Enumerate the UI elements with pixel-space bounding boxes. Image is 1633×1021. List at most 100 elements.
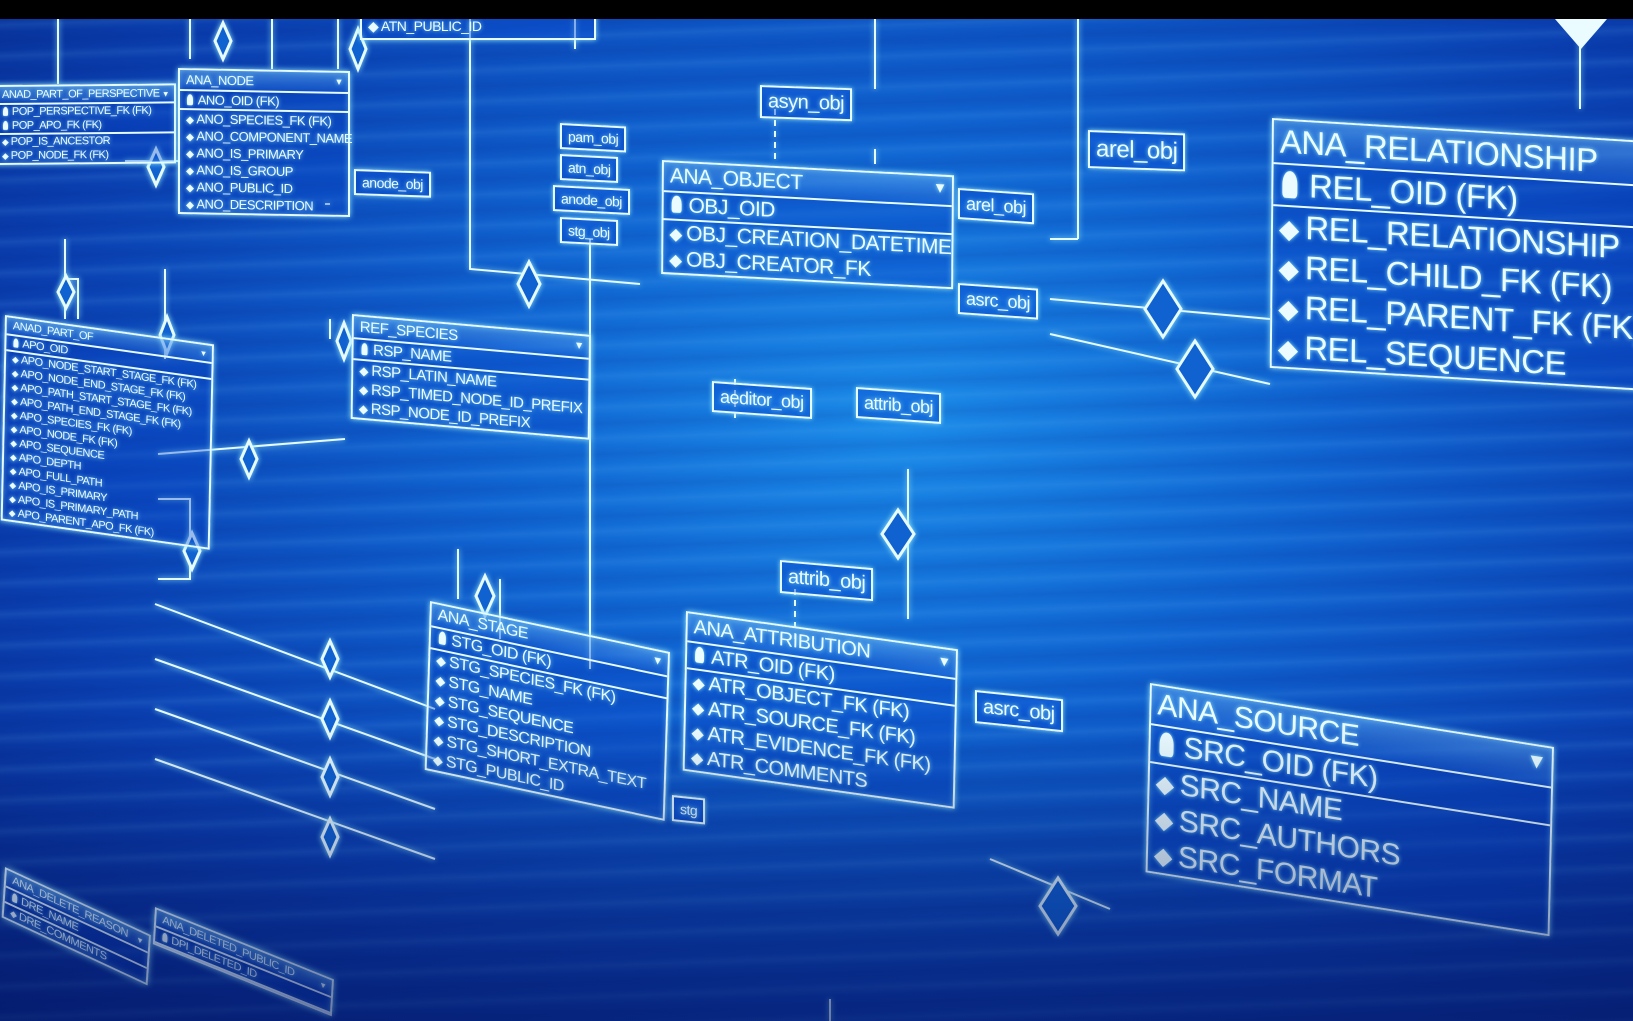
diamond-icon: ◆ [434,711,444,729]
key-icon [360,342,368,356]
diamond-icon: ◆ [433,731,444,749]
key-icon [3,106,9,116]
diamond-icon [320,815,340,859]
diamond-icon: ◆ [692,674,705,694]
triangle-down-icon[interactable]: ▼ [1526,748,1547,775]
table-species[interactable]: REF_SPECIES▼RSP_NAME◆RSP_LATIN_NAME◆RSP_… [350,314,591,440]
diamond-icon: ◆ [669,250,682,271]
triangle-down-icon[interactable]: ▼ [135,934,144,947]
diamond-icon: ◆ [434,692,445,709]
link-line [829,858,1111,1021]
column-name: POP_APO_FK (FK) [11,119,102,132]
diamond-icon: ◆ [1154,805,1174,836]
relationship-lines [56,19,1607,1021]
link-line [874,19,1079,240]
object-box-arel_obj[interactable]: arel_obj [958,188,1035,225]
diamond-icon: ◆ [669,224,682,245]
diamond-icon: ◆ [10,409,18,421]
table-title: ANA_NODE ▼ [180,70,348,94]
key-icon [13,337,19,348]
diamond-icon: ◆ [368,19,381,34]
diamond-icon: ◆ [11,381,18,393]
diamond-icon: ◆ [11,367,19,379]
key-icon [671,195,682,214]
object-box-arel_obj[interactable]: arel_obj [1088,130,1186,172]
table-row[interactable]: ◆POP_IS_ANCESTOR [0,133,174,149]
diamond-icon: ◆ [186,183,194,195]
triangle-down-icon[interactable]: ▼ [937,652,951,671]
triangle-down-icon [1555,19,1607,49]
link-line [64,160,180,319]
diamond-icon: ◆ [186,166,194,178]
triangle-down-icon[interactable]: ▼ [161,89,169,99]
table-title-text: ANAD_PART_OF_PERSPECTIVE [2,87,160,101]
object-box-asrc_obj[interactable]: asrc_obj [958,283,1039,320]
table-row[interactable]: POP_PERSPECTIVE_FK (FK) [0,103,174,119]
table-row[interactable]: POP_APO_FK (FK) [0,117,174,133]
diamond-icon [158,312,176,358]
diamond-icon [335,318,353,364]
table-relationship[interactable]: ANA_RELATIONSHIP▼REL_OID (FK)◆REL_RELATI… [1269,118,1633,396]
link-line [325,19,641,285]
key-icon [694,646,705,664]
diamond-icon: ◆ [690,749,703,769]
table-row[interactable]: ANO_OID (FK) [180,91,348,111]
table-title-text: REF_SPECIES [359,318,458,345]
diamond-icon [1175,338,1215,400]
diamond-icon: ◆ [10,437,17,449]
diamond-icon [880,507,916,561]
triangle-down-icon[interactable]: ▼ [651,654,663,669]
erd-diagram-scene: ANAD_PART_OF_PERSPECTIVE▼POP_PERSPECTIVE… [0,19,1633,1021]
diamond-icon: ◆ [358,382,368,398]
diamond-icon: ◆ [2,150,9,161]
diamond-icon [516,258,542,310]
object-box-stg[interactable]: stg [672,795,706,825]
diamond-icon: ◆ [9,465,17,477]
table-node[interactable]: ANA_NODE▼ANO_OID (FK)◆ANO_SPECIES_FK (FK… [178,68,352,218]
diamond-icon: ◆ [11,395,18,407]
key-icon [3,120,9,130]
diamond-icon: ◆ [8,507,16,519]
table-row[interactable]: ◆ANO_DESCRIPTION [180,195,348,215]
diamond-icon: ◆ [1277,333,1298,365]
column-name: ANO_OID (FK) [197,92,280,109]
diamond-icon: ◆ [358,401,368,417]
object-box-atn_obj[interactable]: atn_obj [560,154,619,184]
object-box-anode_obj[interactable]: anode_obj [553,185,630,216]
triangle-down-icon[interactable]: ▼ [334,76,343,87]
link-line [457,239,591,669]
object-box-anode_obj[interactable]: anode_obj [354,169,431,198]
table-title: ANAD_PART_OF_PERSPECTIVE▼ [0,85,174,105]
column-name: ANO_IS_GROUP [196,162,293,180]
object-box-stg_obj[interactable]: stg_obj [560,217,618,247]
triangle-down-icon[interactable]: ▼ [319,979,327,992]
triangle-down-icon[interactable]: ▼ [932,180,947,197]
object-box-attrib_obj[interactable]: attrib_obj [856,387,942,424]
object-box-asyn_obj[interactable]: asyn_obj [760,85,853,122]
column-name: ANO_PUBLIC_ID [196,179,293,196]
diamond-icon: ◆ [2,136,9,147]
key-icon [12,892,18,904]
diamond-icon [320,755,340,799]
column-name: POP_NODE_FK (FK) [10,149,109,162]
table-title-text: ANA_NODE [186,72,254,89]
diamond-icon: ◆ [435,672,446,690]
primary-key-section: POP_PERSPECTIVE_FK (FK)POP_APO_FK (FK) [0,103,174,135]
diamond-icon: ◆ [186,115,194,127]
diamond-icon: ◆ [432,751,443,769]
key-icon [187,94,194,105]
table-partof[interactable]: ANAD_PART_OF▼APO_OID◆APO_NODE_START_STAG… [0,315,214,550]
table-object[interactable]: ANA_OBJECT▼OBJ_OID◆OBJ_CREATION_DATETIME… [661,160,954,290]
triangle-down-icon[interactable]: ▼ [199,348,207,359]
table-perspective[interactable]: ANAD_PART_OF_PERSPECTIVE▼POP_PERSPECTIVE… [0,83,176,165]
diamond-icon: ◆ [186,132,194,144]
key-icon [1159,731,1174,758]
object-box-pam_obj[interactable]: pam_obj [560,123,627,153]
column-name: ATN_PUBLIC_ID [380,19,482,34]
table-partial-top[interactable]: ◆ ATN_PUBLIC_ID [360,19,596,40]
link-line [154,603,436,860]
triangle-down-icon[interactable]: ▼ [573,339,584,353]
diamond-icon [1143,278,1183,340]
table-row[interactable]: ◆POP_NODE_FK (FK) [0,147,174,163]
diamond-icon: ◆ [691,699,704,719]
